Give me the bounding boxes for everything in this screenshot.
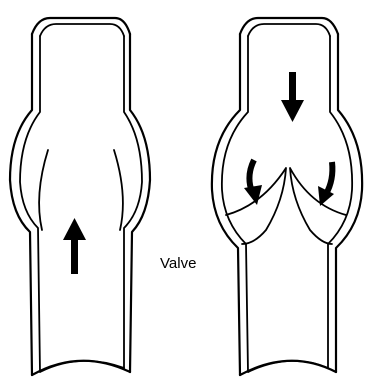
right-vein-bottom-inner-rim bbox=[248, 361, 328, 372]
left-vein-bottom-rim bbox=[32, 361, 130, 375]
left-valve-cusp-left bbox=[39, 150, 48, 230]
valve-label: Valve bbox=[160, 255, 196, 272]
left-vein-outer-wall-right bbox=[130, 34, 150, 372]
right-vein-bottom-rim bbox=[240, 361, 336, 375]
right-curved-arrow-right-pocket-icon bbox=[318, 162, 334, 206]
right-vein-inner-wall-right bbox=[328, 36, 352, 368]
left-flow-arrow-up-icon bbox=[63, 218, 86, 274]
left-vein-top-inner-rim bbox=[40, 24, 124, 36]
left-vein-bottom-inner-rim bbox=[40, 361, 124, 372]
right-valve-cusp-left bbox=[226, 168, 286, 244]
right-vein-top-inner-rim bbox=[248, 24, 330, 36]
left-valve-cusp-right bbox=[114, 150, 123, 230]
right-vein-outer-wall-left bbox=[212, 34, 240, 375]
left-vein-inner-wall-right bbox=[124, 36, 142, 368]
right-flow-arrow-down-icon bbox=[281, 72, 304, 122]
right-vein-closed-valve bbox=[212, 18, 362, 375]
left-vein-inner-wall-left bbox=[20, 36, 40, 372]
right-vein-inner-wall-left bbox=[222, 36, 248, 372]
left-vein-open-valve bbox=[10, 18, 150, 375]
left-vein-outer-wall-left bbox=[10, 34, 32, 375]
right-vein-outer-wall-right bbox=[336, 34, 362, 372]
